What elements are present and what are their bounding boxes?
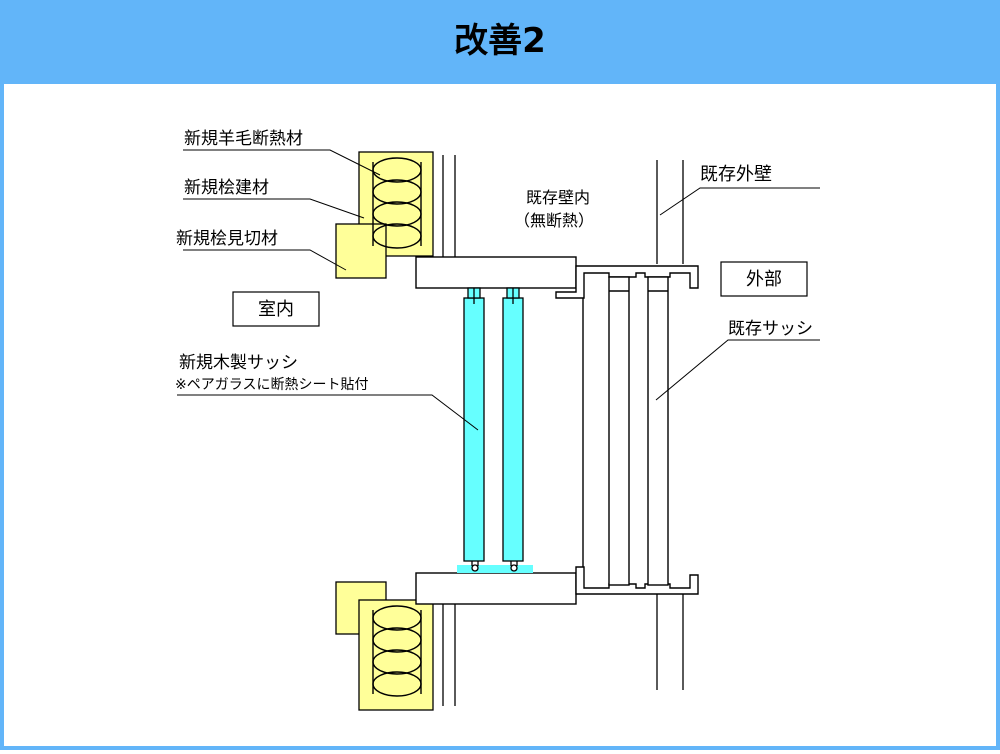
label-new-wool-insulation: 新規羊毛断熱材 (184, 129, 303, 149)
glass-pane-right (502, 297, 524, 562)
wool-coil-icon (372, 605, 422, 697)
label-no-insulation: （無断熱） (514, 211, 594, 230)
hinoki-trim-top (335, 223, 387, 279)
head-member (415, 256, 577, 289)
wool-insulation-bottom (358, 599, 434, 711)
label-indoor: 室内 (258, 299, 294, 320)
label-new-hinoki-building-material: 新規桧建材 (184, 178, 269, 198)
label-outdoor: 外部 (746, 269, 782, 290)
glass-base-strip (457, 565, 533, 573)
existing-pane-right (647, 276, 669, 586)
wool-coil-icon (372, 157, 422, 249)
existing-sash (555, 265, 699, 595)
label-existing-sash: 既存サッシ (728, 319, 813, 339)
glass-pane-left (463, 297, 485, 562)
diagram-canvas (4, 84, 996, 746)
label-existing-wall-interior: 既存壁内 (526, 188, 590, 207)
label-new-hinoki-trim: 新規桧見切材 (176, 229, 278, 249)
outdoor-label-box: 外部 (720, 261, 808, 297)
existing-exterior-wall (656, 160, 684, 690)
leader-lines (177, 149, 820, 431)
indoor-label-box: 室内 (232, 291, 320, 327)
sill-member (415, 572, 577, 605)
slide-title: 改善2 (454, 21, 546, 61)
label-existing-exterior-wall: 既存外壁 (700, 164, 772, 185)
new-wooden-sash (463, 287, 524, 572)
label-new-wooden-sash: 新規木製サッシ (179, 353, 298, 373)
labels: 新規羊毛断熱材 新規桧建材 新規桧見切材 新規木製サッシ ※ペアガラスに断熱シー… (175, 129, 813, 393)
label-sash-note: ※ペアガラスに断熱シート貼付 (175, 377, 368, 393)
existing-pane-left (608, 276, 630, 586)
